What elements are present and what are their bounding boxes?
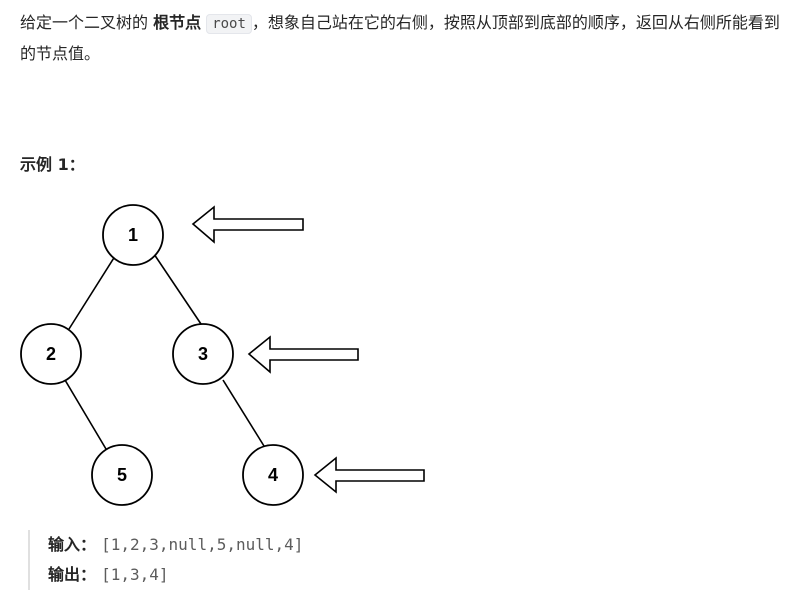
- example-output-line: 输出： [1,3,4]: [48, 560, 303, 590]
- example-title: 示例 1：: [20, 155, 85, 174]
- output-value: [1,3,4]: [101, 565, 169, 584]
- tree-node-4-label: 4: [268, 465, 278, 485]
- example-io-block: 输入： [1,2,3,null,5,null,4] 输出： [1,3,4]: [28, 530, 303, 590]
- left-arrow-icon: [247, 335, 359, 374]
- desc-text-end: ，想象自己站在它的右侧，按照从顶部到底部的顺序，返回从右侧所能看到的节点值。: [20, 13, 780, 63]
- tree-node-5: 5: [91, 444, 153, 506]
- tree-node-4: 4: [242, 444, 304, 506]
- tree-node-5-label: 5: [117, 465, 127, 485]
- desc-text-start: 给定一个二叉树的: [20, 13, 154, 32]
- tree-node-3-label: 3: [198, 344, 208, 364]
- edge-1-3: [153, 253, 202, 325]
- problem-description: 给定一个二叉树的 根节点 root，想象自己站在它的右侧，按照从顶部到底部的顺序…: [20, 8, 790, 69]
- tree-node-3: 3: [172, 323, 234, 385]
- tree-node-2-label: 2: [46, 344, 56, 364]
- edge-1-2: [68, 252, 118, 330]
- example-input-line: 输入： [1,2,3,null,5,null,4]: [48, 530, 303, 560]
- edge-3-4: [222, 379, 265, 447]
- input-value: [1,2,3,null,5,null,4]: [101, 535, 304, 554]
- tree-node-1-label: 1: [128, 225, 138, 245]
- input-label: 输入：: [48, 535, 97, 554]
- desc-root-node-bold: 根节点: [153, 13, 202, 32]
- output-label: 输出：: [48, 565, 97, 584]
- binary-tree-diagram: 1 2 3 5 4: [20, 204, 425, 506]
- tree-node-1: 1: [102, 204, 164, 266]
- left-arrow-icon: [313, 456, 425, 494]
- left-arrow-icon: [191, 205, 304, 244]
- tree-node-2: 2: [20, 323, 82, 385]
- edge-2-5: [64, 379, 107, 450]
- desc-root-code: root: [206, 14, 252, 34]
